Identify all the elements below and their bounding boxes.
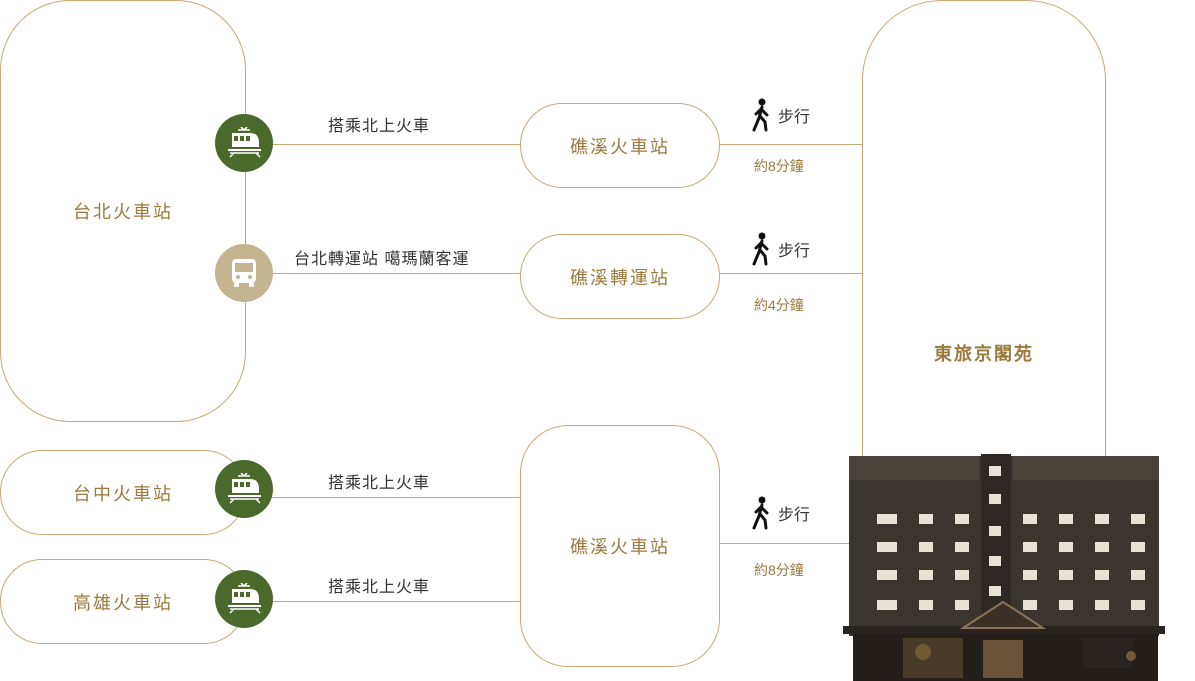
- connector-taichung-train: [246, 497, 521, 498]
- hotel-building-image: [843, 454, 1165, 681]
- connector-walk-1: [719, 144, 862, 145]
- route-label-taipei-train: 搭乘北上火車: [328, 118, 431, 135]
- kaohsiung-station-label: 高雄火車站: [73, 592, 173, 613]
- jiaoxi-train-station-box-1: 礁溪火車站: [520, 103, 720, 188]
- walk-step-1: 步行: [752, 98, 810, 132]
- walk-label-3: 步行: [778, 507, 811, 524]
- connector-walk-2: [719, 273, 862, 274]
- walk-step-2: 步行: [752, 232, 810, 266]
- walking-person-icon: [752, 232, 769, 266]
- walk-label-1: 步行: [778, 109, 811, 126]
- taichung-station-label: 台中火車站: [73, 483, 173, 504]
- connector-walk-3: [719, 543, 862, 544]
- taipei-station-label: 台北火車站: [73, 202, 173, 222]
- route-label-kaohsiung-train: 搭乘北上火車: [328, 579, 431, 596]
- route-label-taichung-train: 搭乘北上火車: [328, 475, 431, 492]
- walk-step-3: 步行: [752, 496, 810, 530]
- jiaoxi-bus-station-box: 礁溪轉運站: [520, 234, 720, 319]
- taipei-station-box: 台北火車站: [0, 0, 246, 422]
- jiaoxi-train-station-label-1: 礁溪火車站: [570, 136, 670, 157]
- train-icon: [215, 114, 273, 172]
- taichung-station-box: 台中火車站: [0, 450, 246, 535]
- hotel-name: 東旅京閣苑: [934, 344, 1034, 364]
- walking-person-icon: [752, 496, 769, 530]
- walk-time-3: 約8分鐘: [754, 562, 804, 578]
- jiaoxi-train-station-box-2: 礁溪火車站: [520, 425, 720, 667]
- jiaoxi-train-station-label-2: 礁溪火車站: [570, 537, 670, 557]
- train-icon: [215, 460, 273, 518]
- route-label-taipei-bus: 台北轉運站 噶瑪蘭客運: [294, 251, 470, 268]
- bus-icon: [215, 244, 273, 302]
- walk-time-1: 約8分鐘: [754, 158, 804, 174]
- connector-taipei-bus: [246, 273, 521, 274]
- connector-kaohsiung-train: [246, 601, 521, 602]
- walk-label-2: 步行: [778, 243, 811, 260]
- kaohsiung-station-box: 高雄火車站: [0, 559, 246, 644]
- train-icon: [215, 570, 273, 628]
- connector-taipei-train: [246, 144, 521, 145]
- jiaoxi-bus-station-label: 礁溪轉運站: [570, 267, 670, 288]
- walk-time-2: 約4分鐘: [754, 297, 804, 313]
- walking-person-icon: [752, 98, 769, 132]
